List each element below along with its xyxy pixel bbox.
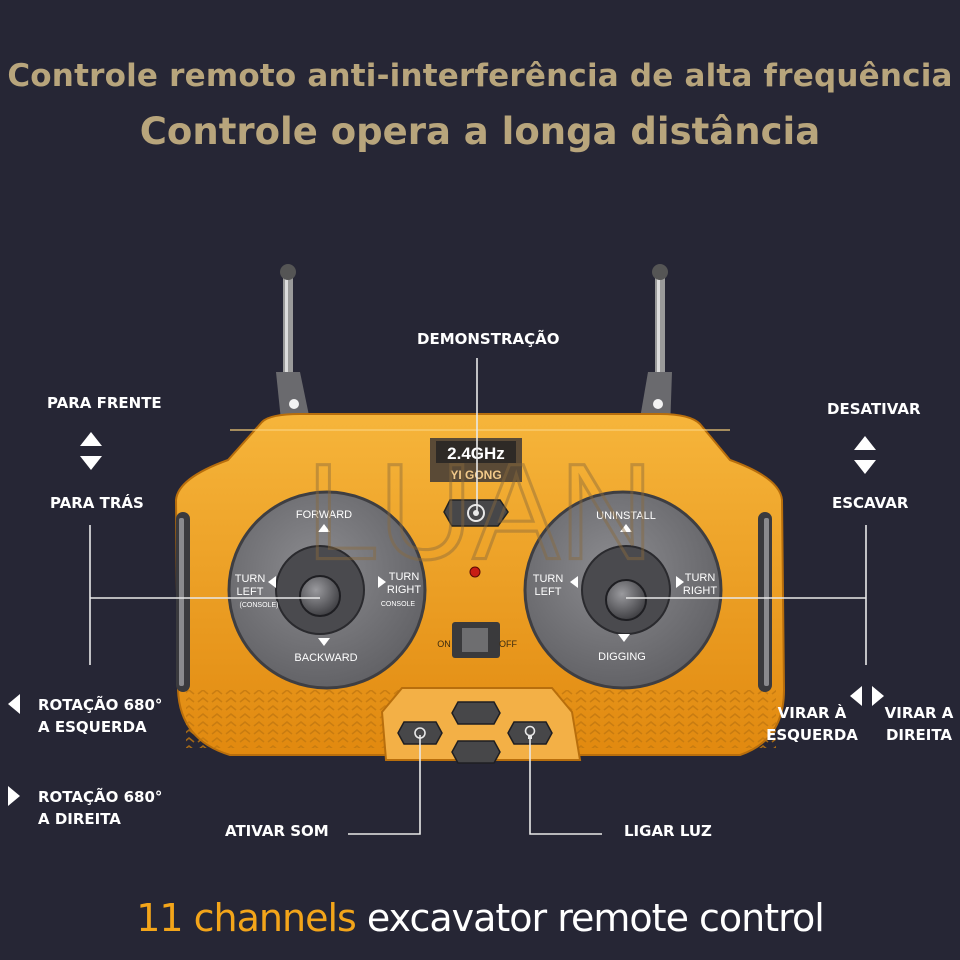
headline-primary: Controle remoto anti-interferência de al… <box>7 58 953 94</box>
switch-on-label: ON <box>437 639 451 649</box>
callout-forward: PARA FRENTE <box>47 394 162 412</box>
power-led <box>469 566 481 578</box>
digging-arrow-icon <box>618 634 630 642</box>
callout-rotate-left-line1: ROTAÇÃO 680° <box>38 696 163 714</box>
footer-tagline: 11 channels excavator remote control <box>0 896 960 940</box>
label-right-turn-right-2: RIGHT <box>683 585 718 597</box>
down-arrow-icon-left <box>80 456 102 470</box>
right-joystick[interactable] <box>605 579 647 621</box>
headline-secondary: Controle opera a longa distância <box>139 110 821 153</box>
demo-gear-icon <box>467 504 485 522</box>
callout-light: LIGAR LUZ <box>624 822 712 840</box>
callout-rotate-right-line2: A DIREITA <box>38 810 121 828</box>
footer-rest: excavator remote control <box>355 896 825 940</box>
right-stick-panel: UNINSTALL DIGGING TURN LEFT TURN RIGHT <box>523 490 723 690</box>
label-backward: BACKWARD <box>294 652 357 664</box>
backward-arrow-icon <box>318 638 330 646</box>
turn-right-arrow-icon <box>378 576 386 588</box>
callout-sound: ATIVAR SOM <box>225 822 329 840</box>
turn-right-indicator-icon <box>872 686 884 706</box>
callout-rotate-right: ROTAÇÃO 680° A DIREITA <box>38 786 162 830</box>
callout-rotate-left: ROTAÇÃO 680° A ESQUERDA <box>38 694 162 738</box>
turn-left-arrow-icon <box>268 576 276 588</box>
turn-left-indicator-icon <box>850 686 862 706</box>
left-antenna <box>276 264 312 430</box>
callout-turn-left: VIRAR À ESQUERDA <box>762 702 862 746</box>
callout-demo: DEMONSTRAÇÃO <box>417 330 560 348</box>
center-top-button[interactable] <box>451 701 501 725</box>
callout-turn-right: VIRAR A DIREITA <box>880 702 958 746</box>
callout-turn-left-line2: ESQUERDA <box>766 726 858 744</box>
switch-off-label: OFF <box>499 639 517 649</box>
sound-button[interactable] <box>397 721 443 745</box>
callout-turn-right-line1: VIRAR A <box>884 704 954 722</box>
badge-frequency: 2.4GHz <box>447 444 505 463</box>
label-right-turn-left-2: LEFT <box>535 586 562 598</box>
badge-brand: YI GONG <box>450 468 501 482</box>
label-turn-right-2: RIGHT <box>387 584 422 596</box>
center-bottom-button[interactable] <box>451 740 501 764</box>
rotate-left-arrow-icon <box>8 694 20 714</box>
left-joystick[interactable] <box>299 575 341 617</box>
light-button[interactable] <box>507 721 553 745</box>
callout-rotate-right-line1: ROTAÇÃO 680° <box>38 788 163 806</box>
callout-turn-left-line1: VIRAR À <box>777 704 847 722</box>
callout-rotate-left-line2: A ESQUERDA <box>38 718 147 736</box>
frequency-badge: 2.4GHz YI GONG <box>430 438 522 482</box>
callout-backward: PARA TRÁS <box>50 494 144 512</box>
label-right-turn-left-1: TURN <box>533 573 564 585</box>
right-turn-right-arrow-icon <box>676 576 684 588</box>
footer-highlight: 11 channels <box>136 896 357 940</box>
label-right-turn-right-1: TURN <box>685 572 716 584</box>
callout-lines <box>89 358 867 835</box>
watermark: LUAN <box>307 436 654 589</box>
up-arrow-icon-left <box>80 432 102 446</box>
label-forward: FORWARD <box>296 509 352 521</box>
label-digging: DIGGING <box>598 651 646 663</box>
left-stick-panel: FORWARD BACKWARD TURN LEFT (CONSOLE) TUR… <box>227 490 427 690</box>
callout-dig: ESCAVAR <box>832 494 909 512</box>
rotate-right-arrow-icon <box>8 786 20 806</box>
label-turn-left-1: TURN <box>235 573 266 585</box>
right-antenna <box>638 264 672 430</box>
label-turn-left-3: (CONSOLE) <box>240 602 279 609</box>
label-turn-right-3: CONSOLE <box>381 601 416 608</box>
demo-button[interactable] <box>443 499 509 527</box>
down-arrow-icon-right <box>854 460 876 474</box>
up-arrow-icon-right <box>854 436 876 450</box>
uninstall-arrow-icon <box>620 524 632 532</box>
callout-deactivate: DESATIVAR <box>827 400 921 418</box>
label-turn-left-2: LEFT <box>237 586 264 598</box>
right-turn-left-arrow-icon <box>570 576 578 588</box>
label-turn-right-1: TURN <box>389 571 420 583</box>
label-uninstall: UNINSTALL <box>596 510 656 522</box>
forward-arrow-icon <box>318 524 330 532</box>
callout-turn-right-line2: DIREITA <box>885 726 953 744</box>
power-switch[interactable]: ON OFF <box>437 622 517 658</box>
